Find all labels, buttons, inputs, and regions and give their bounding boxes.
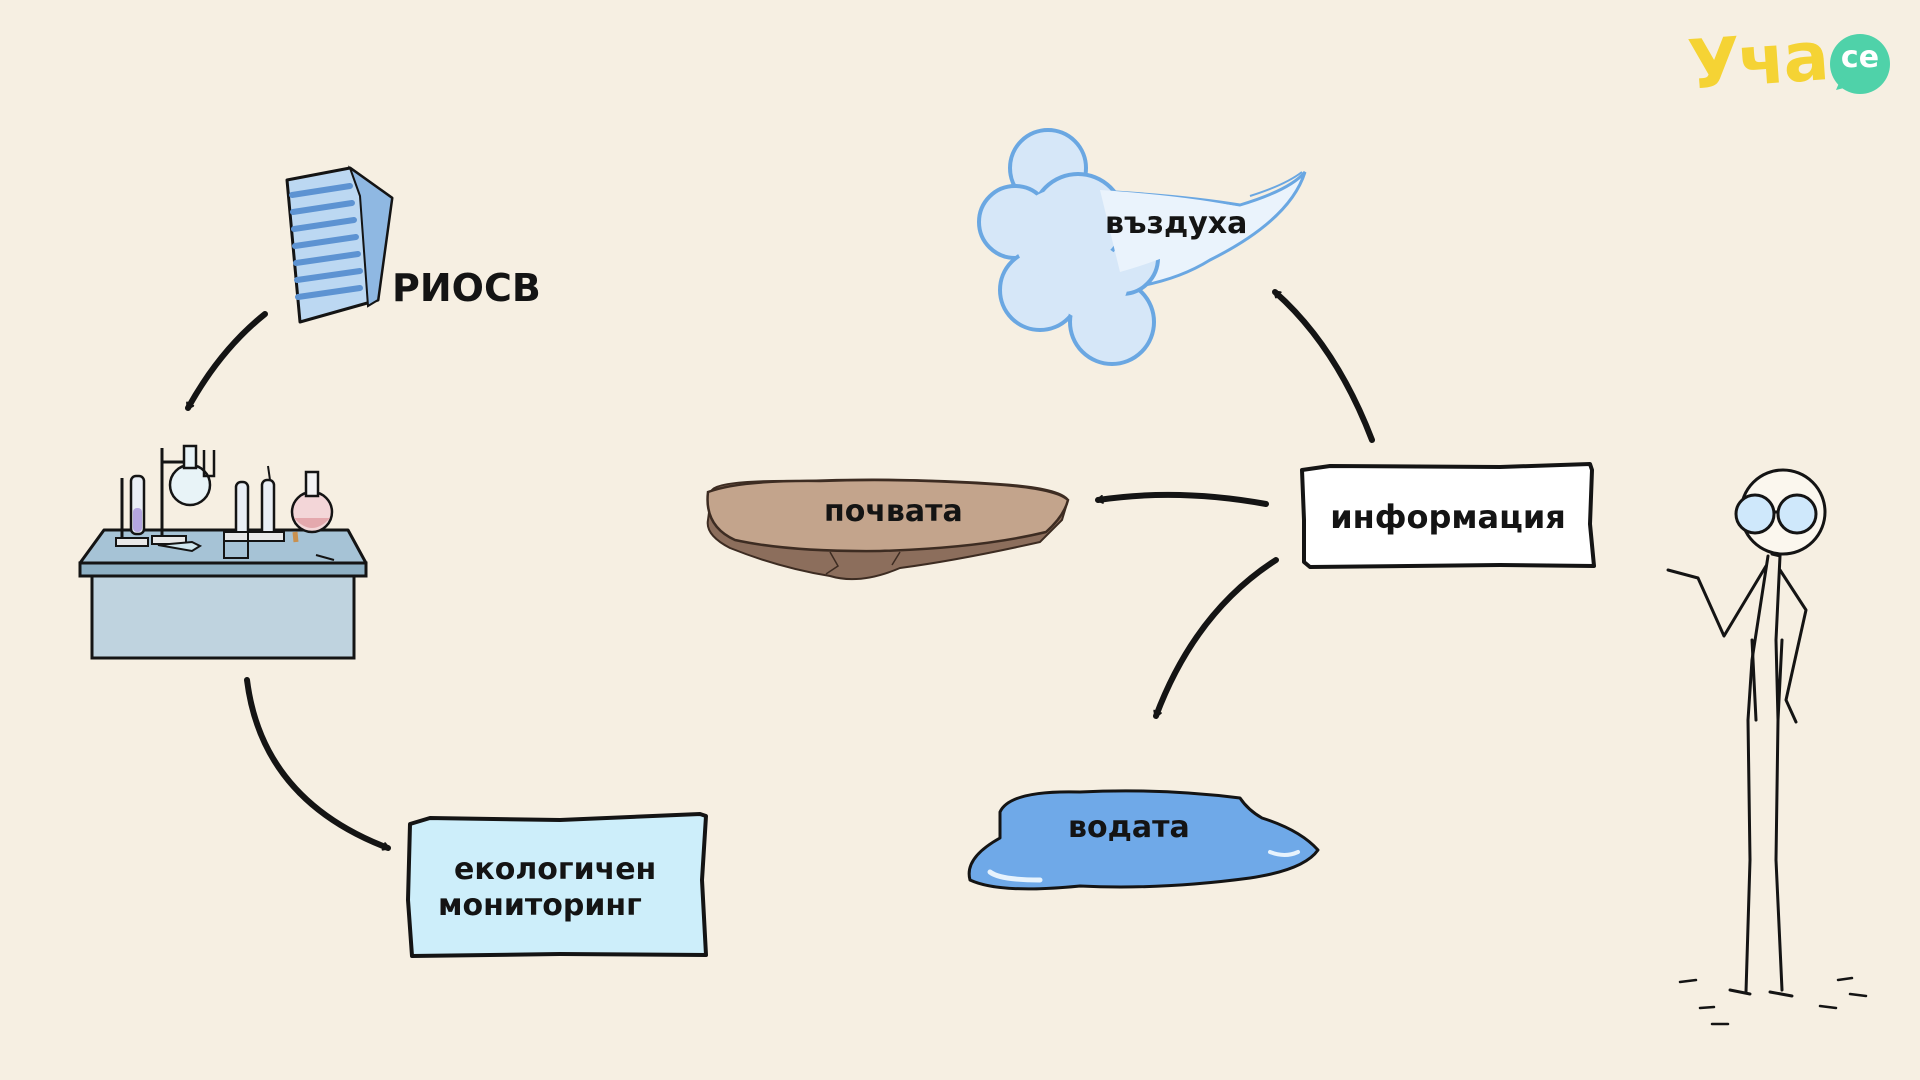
- monitoring-label-line2: мониторинг: [438, 888, 642, 923]
- arrow-info-to-water: [1153, 557, 1279, 719]
- arrow-info-to-soil: [1095, 491, 1269, 507]
- information-label: информация: [1330, 497, 1566, 536]
- air-label: въздуха: [1105, 206, 1248, 241]
- office-building-icon: [285, 165, 394, 324]
- arrow-info-to-air: [1272, 289, 1375, 443]
- monitoring-box: [406, 812, 708, 958]
- arrow-lab-to-monitoring: [244, 677, 391, 851]
- logo-text: Уча: [1685, 17, 1830, 106]
- information-node: информация: [1306, 470, 1590, 564]
- logo-badge-text: се: [1840, 40, 1880, 75]
- water-puddle-icon: [967, 789, 1320, 891]
- logo: [1830, 34, 1890, 94]
- arrow-riosv-to-lab: [185, 311, 268, 411]
- information-box: [1300, 462, 1596, 569]
- soil-slab-icon: [706, 478, 1070, 581]
- stick-figure-with-glasses-icon: [1666, 468, 1868, 1026]
- riosv-label: РИОСВ: [392, 266, 541, 310]
- monitoring-label-line1: екологичен: [454, 852, 657, 887]
- cloud-gust-icon: [977, 128, 1307, 366]
- soil-label: почвата: [824, 494, 963, 529]
- monitoring-node: екологичен мониторинг: [410, 822, 704, 954]
- water-label: водата: [1068, 810, 1190, 845]
- laboratory-table-icon: [78, 444, 368, 660]
